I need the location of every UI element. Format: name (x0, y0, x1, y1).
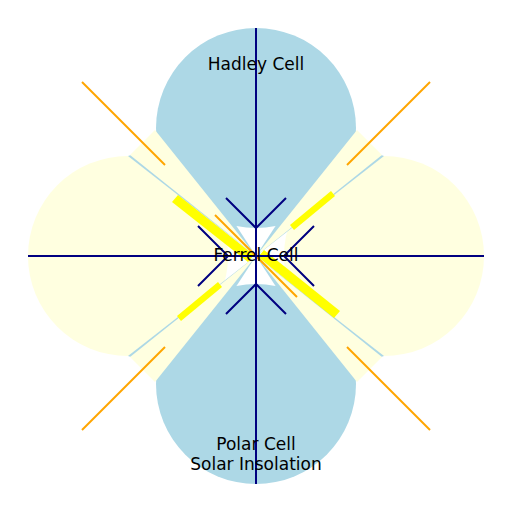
cell-label: Solar Insolation (156, 454, 356, 474)
lobe-circle (156, 28, 356, 228)
axis-lines (28, 28, 484, 484)
ray-line (82, 82, 165, 165)
lobe-circle (156, 284, 356, 484)
text-group: Polar CellSolar Insolation (156, 434, 356, 474)
cell-lobe: Polar CellSolar Insolation (156, 284, 356, 484)
cell-lobe: Hadley Cell (156, 28, 356, 228)
ray-line (347, 347, 430, 430)
ray-line (82, 347, 165, 430)
cell-label: Hadley Cell (156, 54, 356, 74)
cell-label: Ferrel Cell (196, 245, 316, 265)
cell-label: Polar Cell (156, 434, 356, 454)
text-group: Hadley Cell (156, 54, 356, 74)
ray-line (347, 82, 430, 165)
